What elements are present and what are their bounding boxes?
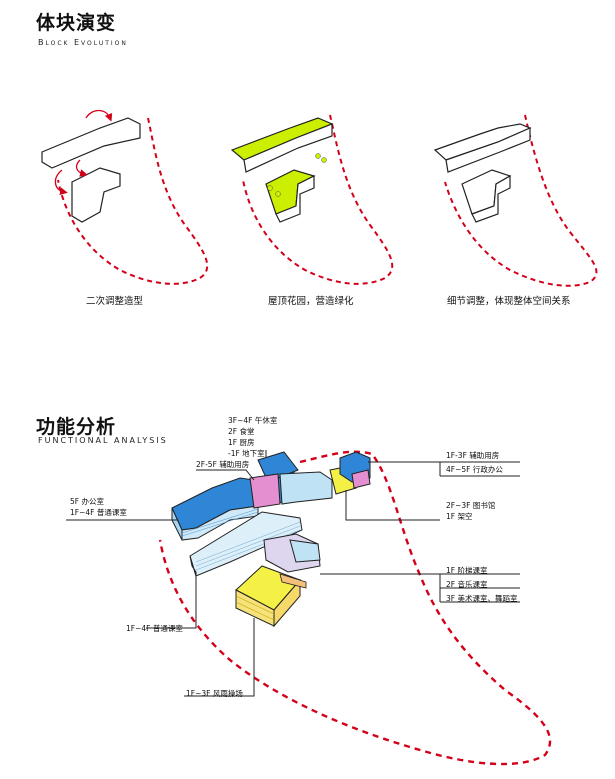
evolution-step-2 bbox=[230, 114, 394, 285]
label-right-bottom: 1F 阶梯课室 2F 音乐课室 3F 美术课室、舞蹈室 bbox=[446, 566, 518, 603]
site-boundary-2 bbox=[242, 114, 394, 285]
step-2-caption: 屋顶花园，营造绿化 bbox=[268, 296, 354, 307]
site-boundary-1 bbox=[57, 117, 209, 285]
label-office-left: 5F 办公室 1F~4F 普通课室 bbox=[70, 497, 127, 517]
label-right-top: 1F-3F 辅助用房 4F~5F 行政办公 bbox=[446, 451, 503, 474]
site-boundary-3 bbox=[444, 114, 598, 287]
block-evolution-subtitle: Block Evolution bbox=[38, 38, 128, 47]
label-classroom-mid: 1F~4F 普通课室 bbox=[126, 624, 183, 633]
block-mid-lightblue bbox=[279, 471, 333, 505]
block-upper bbox=[41, 117, 141, 169]
block-lower bbox=[71, 167, 121, 223]
leader-lines bbox=[66, 450, 520, 697]
block-aux-pink bbox=[249, 473, 281, 509]
functional-analysis-subtitle: functional analysis bbox=[38, 436, 168, 445]
functional-model bbox=[158, 450, 552, 766]
label-library: 2F~3F 图书馆 1F 架空 bbox=[446, 501, 496, 521]
label-top-stack: 3F~4F 午休室 2F 食堂 1F 厨房 -1F 地下室 bbox=[228, 416, 278, 458]
step-1-caption: 二次调整造型 bbox=[86, 296, 144, 307]
evolution-step-1 bbox=[41, 109, 209, 285]
block-evolution-title: 体块演变 bbox=[36, 12, 117, 34]
functional-analysis-title: 功能分析 bbox=[36, 416, 117, 438]
label-playground: 1F~3F 风雨操场 bbox=[186, 689, 243, 698]
site-boundary-main bbox=[158, 450, 552, 766]
evolution-step-3 bbox=[433, 114, 598, 287]
label-aux-2-5: 2F-5F 辅助用房 bbox=[196, 460, 250, 469]
green-roof-lower bbox=[265, 169, 316, 215]
step-3-caption: 细节调整，体现整体空间关系 bbox=[447, 296, 571, 307]
